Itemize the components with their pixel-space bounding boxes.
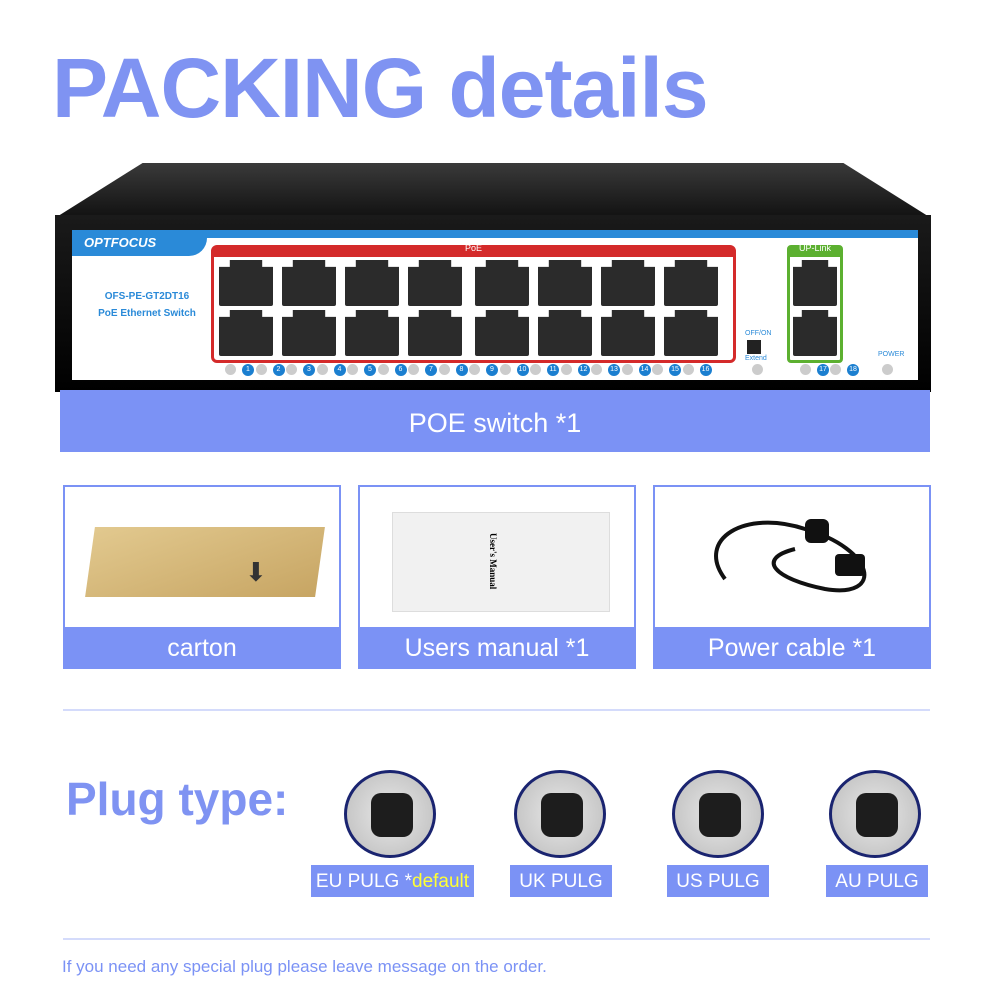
port-led [408, 364, 419, 375]
rj45-port [601, 310, 655, 356]
us-plug-label: US PULG [667, 865, 769, 897]
port-led [682, 364, 694, 375]
uplink-label: UP-Link [798, 243, 831, 253]
switch-model: OFS-PE-GT2DT16 PoE Ethernet Switch [92, 288, 202, 322]
port-number: 12 [577, 364, 590, 376]
rj45-port [219, 260, 273, 306]
port-led [530, 364, 541, 375]
port-number: 13 [608, 364, 620, 376]
uplink-port-group [787, 245, 843, 363]
switch-top-label: OFF/ON [745, 330, 772, 337]
uplink-port [793, 260, 837, 306]
carton-image [85, 527, 325, 597]
model-number: OFS-PE-GT2DT16 [104, 291, 190, 302]
power-label: POWER [878, 351, 905, 358]
eu-plug-label: EU PULG *default [311, 865, 474, 897]
port-number: 8 [455, 364, 468, 376]
rj45-port [345, 310, 399, 356]
arrow-down-icon: ⬇ [245, 557, 267, 587]
divider [63, 938, 930, 940]
rj45-port [408, 310, 462, 356]
rj45-port [282, 260, 336, 306]
rj45-port [475, 310, 529, 356]
port-number: 5 [364, 364, 376, 376]
au-plug-label: AU PULG [826, 865, 928, 897]
plug-type-title: Plug type: [66, 773, 289, 825]
port-led [469, 364, 480, 375]
port-number: 1 [242, 364, 254, 376]
uk-plug-image [514, 770, 606, 858]
power-cable-card: Power cable *1 [653, 485, 931, 669]
port-led [560, 364, 572, 375]
rj45-port [475, 260, 529, 306]
rj45-port [664, 260, 718, 306]
default-tag: default [412, 871, 470, 892]
port-led [347, 364, 358, 375]
rj45-port [345, 260, 399, 306]
power-cable-image [714, 519, 867, 593]
port-number: 16 [699, 364, 712, 376]
port-number: 2 [272, 364, 285, 376]
rj45-port [664, 310, 718, 356]
manual-image: User's Manual [392, 512, 610, 612]
brand-logo: OPTFOCUS [72, 230, 207, 256]
port-number: 10 [516, 364, 529, 376]
page-title: PACKING details [52, 41, 709, 135]
uplink-port [793, 310, 837, 356]
extend-switch [747, 340, 761, 354]
uk-plug-label: UK PULG [510, 865, 612, 897]
manual-cover-title: User's Manual [488, 533, 498, 590]
switch-top-image [55, 163, 931, 218]
port-led [255, 364, 267, 375]
manual-label: Users manual *1 [358, 627, 636, 669]
port-led [377, 364, 389, 375]
port-number: 9 [486, 364, 498, 376]
power-cable-label: Power cable *1 [653, 627, 931, 669]
model-subtitle: PoE Ethernet Switch [98, 308, 196, 319]
eu-plug-text: EU PULG * [315, 871, 413, 892]
eu-plug-image [344, 770, 436, 858]
port-number: 18 [847, 364, 859, 376]
rj45-port [538, 310, 592, 356]
extend-led [752, 364, 763, 375]
port-led [652, 364, 663, 375]
port-led [316, 364, 328, 375]
port-led [286, 364, 297, 375]
port-number: 15 [669, 364, 681, 376]
port-number: 3 [303, 364, 315, 376]
poe-label: PoE [464, 243, 482, 253]
divider [63, 709, 930, 711]
rj45-port [408, 260, 462, 306]
port-led [591, 364, 602, 375]
carton-card: ⬇ carton [63, 485, 341, 669]
au-plug-image [829, 770, 921, 858]
manual-card: User's Manual Users manual *1 [358, 485, 636, 669]
port-number: 11 [547, 364, 559, 376]
poe-switch-label: POE switch *1 [60, 390, 930, 452]
port-number: 7 [425, 364, 437, 376]
port-led [438, 364, 450, 375]
port-number: 6 [394, 364, 407, 376]
rj45-port [282, 310, 336, 356]
port-led [800, 364, 811, 375]
port-number: 4 [333, 364, 346, 376]
power-led [882, 364, 893, 375]
port-led [830, 364, 841, 375]
carton-label: carton [63, 627, 341, 669]
rj45-port [601, 260, 655, 306]
rj45-port [538, 260, 592, 306]
switch-bottom-label: Extend [745, 355, 767, 362]
port-number: 17 [817, 364, 829, 376]
port-led [621, 364, 633, 375]
port-number: 14 [638, 364, 651, 376]
port-led [499, 364, 511, 375]
switch-front-panel: OPTFOCUS OFS-PE-GT2DT16 PoE Ethernet Swi… [72, 230, 918, 380]
rj45-port [219, 310, 273, 356]
us-plug-image [672, 770, 764, 858]
footnote: If you need any special plug please leav… [62, 957, 547, 976]
port-led [225, 364, 236, 375]
poe-port-group [211, 245, 736, 363]
